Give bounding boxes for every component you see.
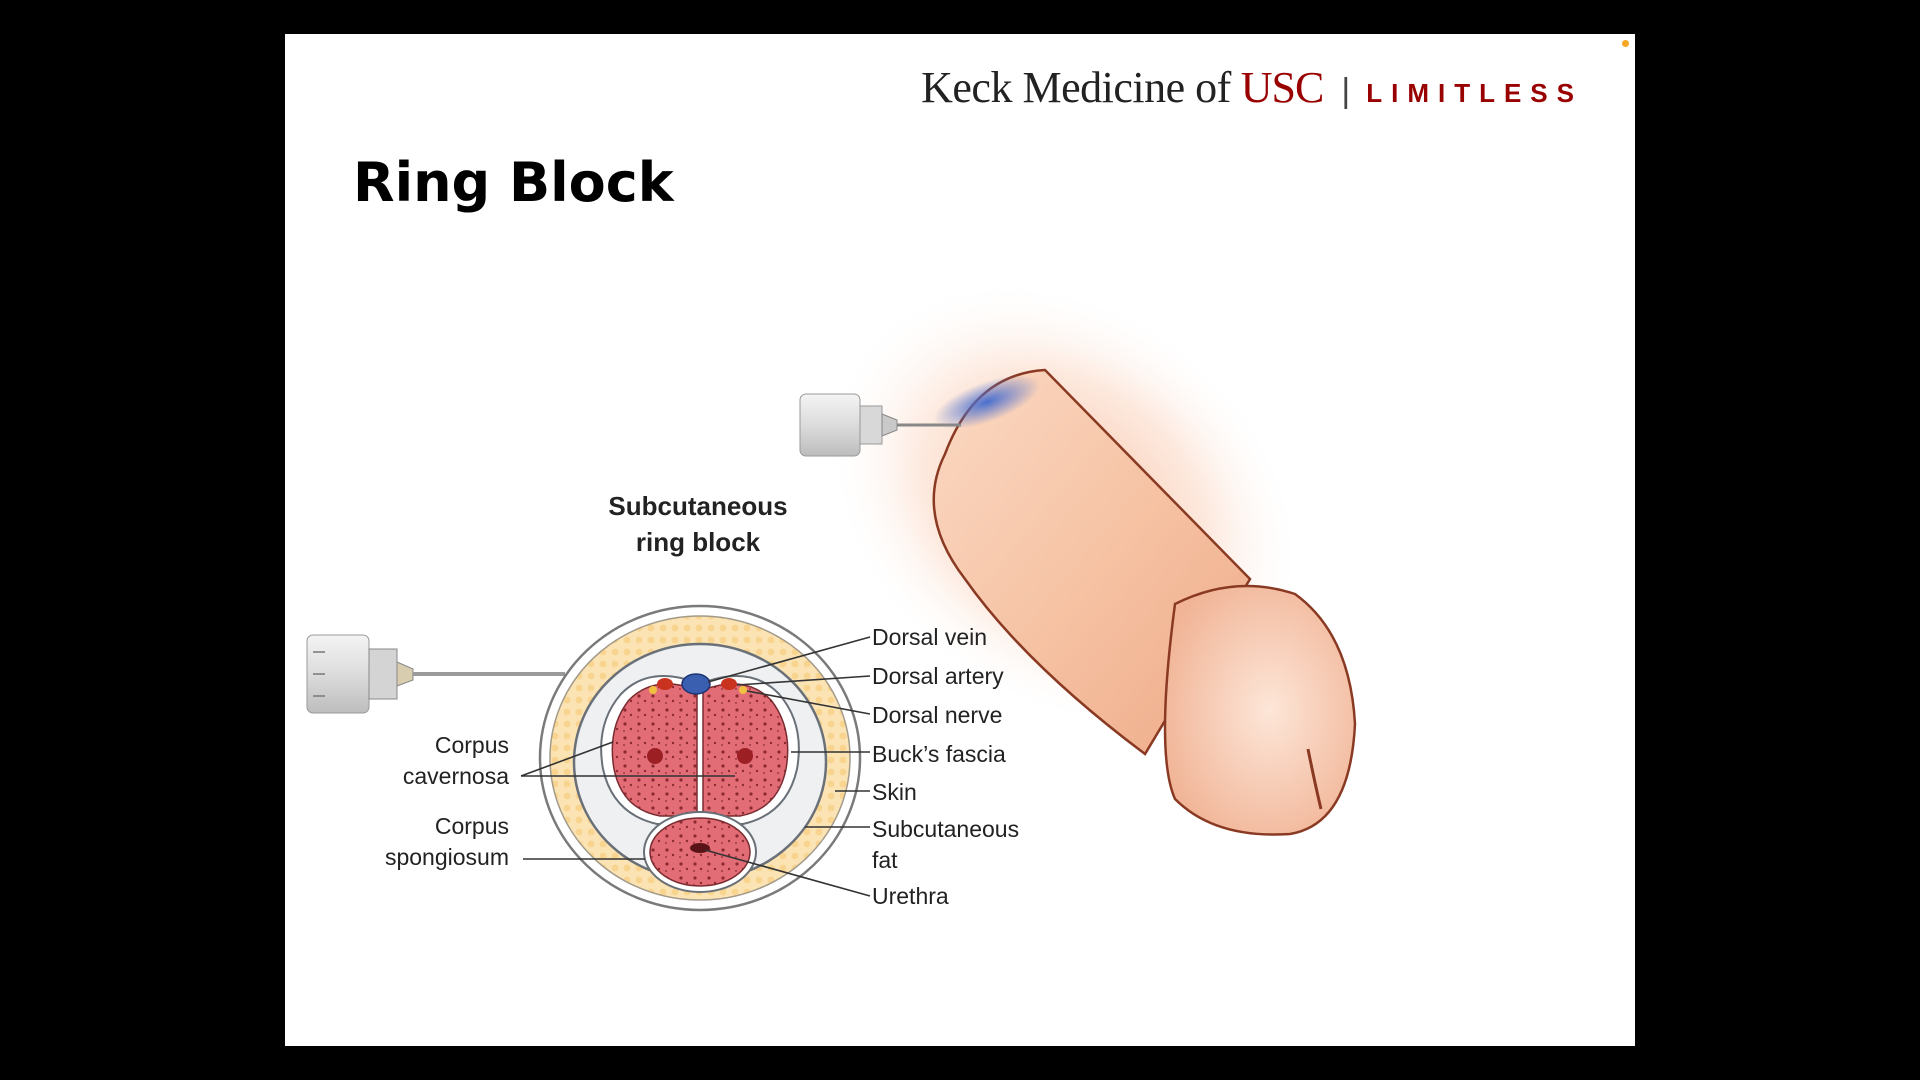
- label-dorsal-nerve: Dorsal nerve: [872, 702, 1002, 728]
- accent-dot: [1622, 40, 1629, 47]
- slide-title: Ring Block: [353, 151, 674, 214]
- label-subcutaneous-fat-line1: Subcutaneous: [872, 816, 1019, 842]
- slide: Keck Medicine of USC | LIMITLESS Ring Bl…: [285, 34, 1635, 1046]
- keck-usc-logo: Keck Medicine of USC | LIMITLESS: [921, 62, 1583, 113]
- label-subcutaneous-fat-line2: fat: [872, 847, 898, 873]
- logo-tagline: LIMITLESS: [1366, 78, 1583, 108]
- label-corpus-spongiosum-line1: Corpus: [435, 813, 509, 839]
- label-bucks-fascia: Buck’s fascia: [872, 741, 1006, 767]
- cross-section-diagram: Subcutaneous ring block: [306, 491, 1019, 912]
- dorsal-nerve: [739, 686, 747, 694]
- logo-separator: |: [1341, 72, 1351, 110]
- dorsal-vein: [681, 673, 711, 695]
- dorsal-artery: [721, 678, 737, 690]
- logo-usc-text: USC: [1240, 63, 1325, 112]
- penis-illustration: [799, 279, 1357, 836]
- glans: [1163, 584, 1357, 836]
- diagram-heading-line2: ring block: [636, 527, 761, 557]
- urethra: [690, 843, 710, 853]
- anesthetic-spot: [933, 375, 1041, 429]
- logo-keck-text: Keck Medicine of: [921, 63, 1231, 112]
- label-urethra: Urethra: [872, 883, 949, 909]
- label-corpus-cavernosa-line2: cavernosa: [403, 763, 509, 789]
- label-corpus-cavernosa-line1: Corpus: [435, 732, 509, 758]
- dorsal-nerve: [649, 686, 657, 694]
- syringe-icon: [799, 393, 961, 457]
- label-corpus-spongiosum-line2: spongiosum: [385, 844, 509, 870]
- ring-block-illustration: Subcutaneous ring block: [306, 279, 1357, 912]
- label-skin: Skin: [872, 779, 917, 805]
- diagram-heading-line1: Subcutaneous: [608, 491, 787, 521]
- label-dorsal-vein: Dorsal vein: [872, 624, 987, 650]
- label-dorsal-artery: Dorsal artery: [872, 663, 1004, 689]
- dorsal-artery: [657, 678, 673, 690]
- syringe-icon: [306, 634, 565, 714]
